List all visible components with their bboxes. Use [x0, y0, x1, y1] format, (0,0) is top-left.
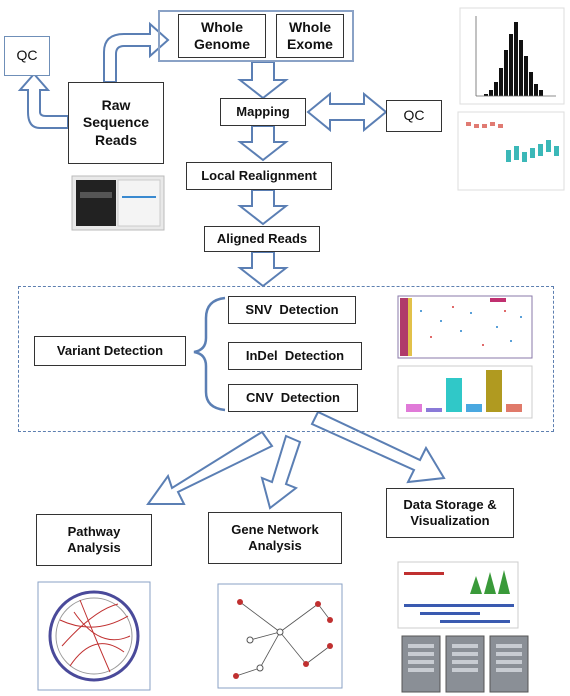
- whole-exome-label: Whole Exome: [287, 18, 333, 53]
- raw-reads-box: Raw Sequence Reads: [68, 82, 164, 164]
- mapping-box: Mapping: [220, 98, 306, 126]
- indel-detection-label: InDel Detection: [245, 347, 345, 363]
- local-realignment-box: Local Realignment: [186, 162, 332, 190]
- indel-detection-box: InDel Detection: [228, 342, 362, 370]
- data-storage-label: Data Storage & Visualization: [403, 496, 497, 528]
- gene-network-analysis-box: Gene Network Analysis: [208, 512, 342, 564]
- data-storage-box: Data Storage & Visualization: [386, 488, 514, 538]
- whole-genome-box: Whole Genome: [178, 14, 266, 58]
- arrow-down-4: [237, 251, 289, 288]
- variant-brace: [193, 296, 226, 412]
- qc-right-label: QC: [403, 107, 425, 124]
- arrow-down-1: [237, 61, 289, 100]
- aligned-reads-box: Aligned Reads: [204, 226, 320, 252]
- aligned-reads-label: Aligned Reads: [216, 230, 308, 246]
- arrow-to-pathway: [146, 430, 274, 505]
- whole-genome-label: Whole Genome: [193, 18, 250, 53]
- arrow-down-2: [237, 125, 289, 162]
- whole-exome-box: Whole Exome: [276, 14, 344, 58]
- snv-detection-box: SNV Detection: [228, 296, 356, 324]
- qc-right-box: QC: [386, 100, 442, 132]
- variant-detection-box: Variant Detection: [34, 336, 186, 366]
- snv-detection-label: SNV Detection: [245, 301, 339, 317]
- pathway-analysis-box: Pathway Analysis: [36, 514, 152, 566]
- cnv-detection-label: CNV Detection: [246, 389, 340, 405]
- gene-network-analysis-label: Gene Network Analysis: [231, 521, 319, 553]
- arrow-to-gene-network: [260, 434, 302, 510]
- arrow-to-data-storage: [310, 410, 446, 484]
- mapping-label: Mapping: [236, 103, 290, 119]
- local-realignment-label: Local Realignment: [201, 167, 317, 183]
- variant-detection-area: [18, 286, 554, 432]
- qc-left-box: QC: [4, 36, 50, 76]
- arrow-down-3: [237, 189, 289, 226]
- cnv-detection-box: CNV Detection: [228, 384, 358, 412]
- variant-detection-label: Variant Detection: [56, 342, 164, 358]
- qc-left-label: QC: [16, 47, 38, 64]
- pathway-analysis-label: Pathway Analysis: [67, 523, 121, 555]
- sequencing-type-frame: [158, 10, 354, 62]
- arrow-raw-to-qc: [17, 72, 69, 129]
- raw-reads-label: Raw Sequence Reads: [82, 96, 150, 148]
